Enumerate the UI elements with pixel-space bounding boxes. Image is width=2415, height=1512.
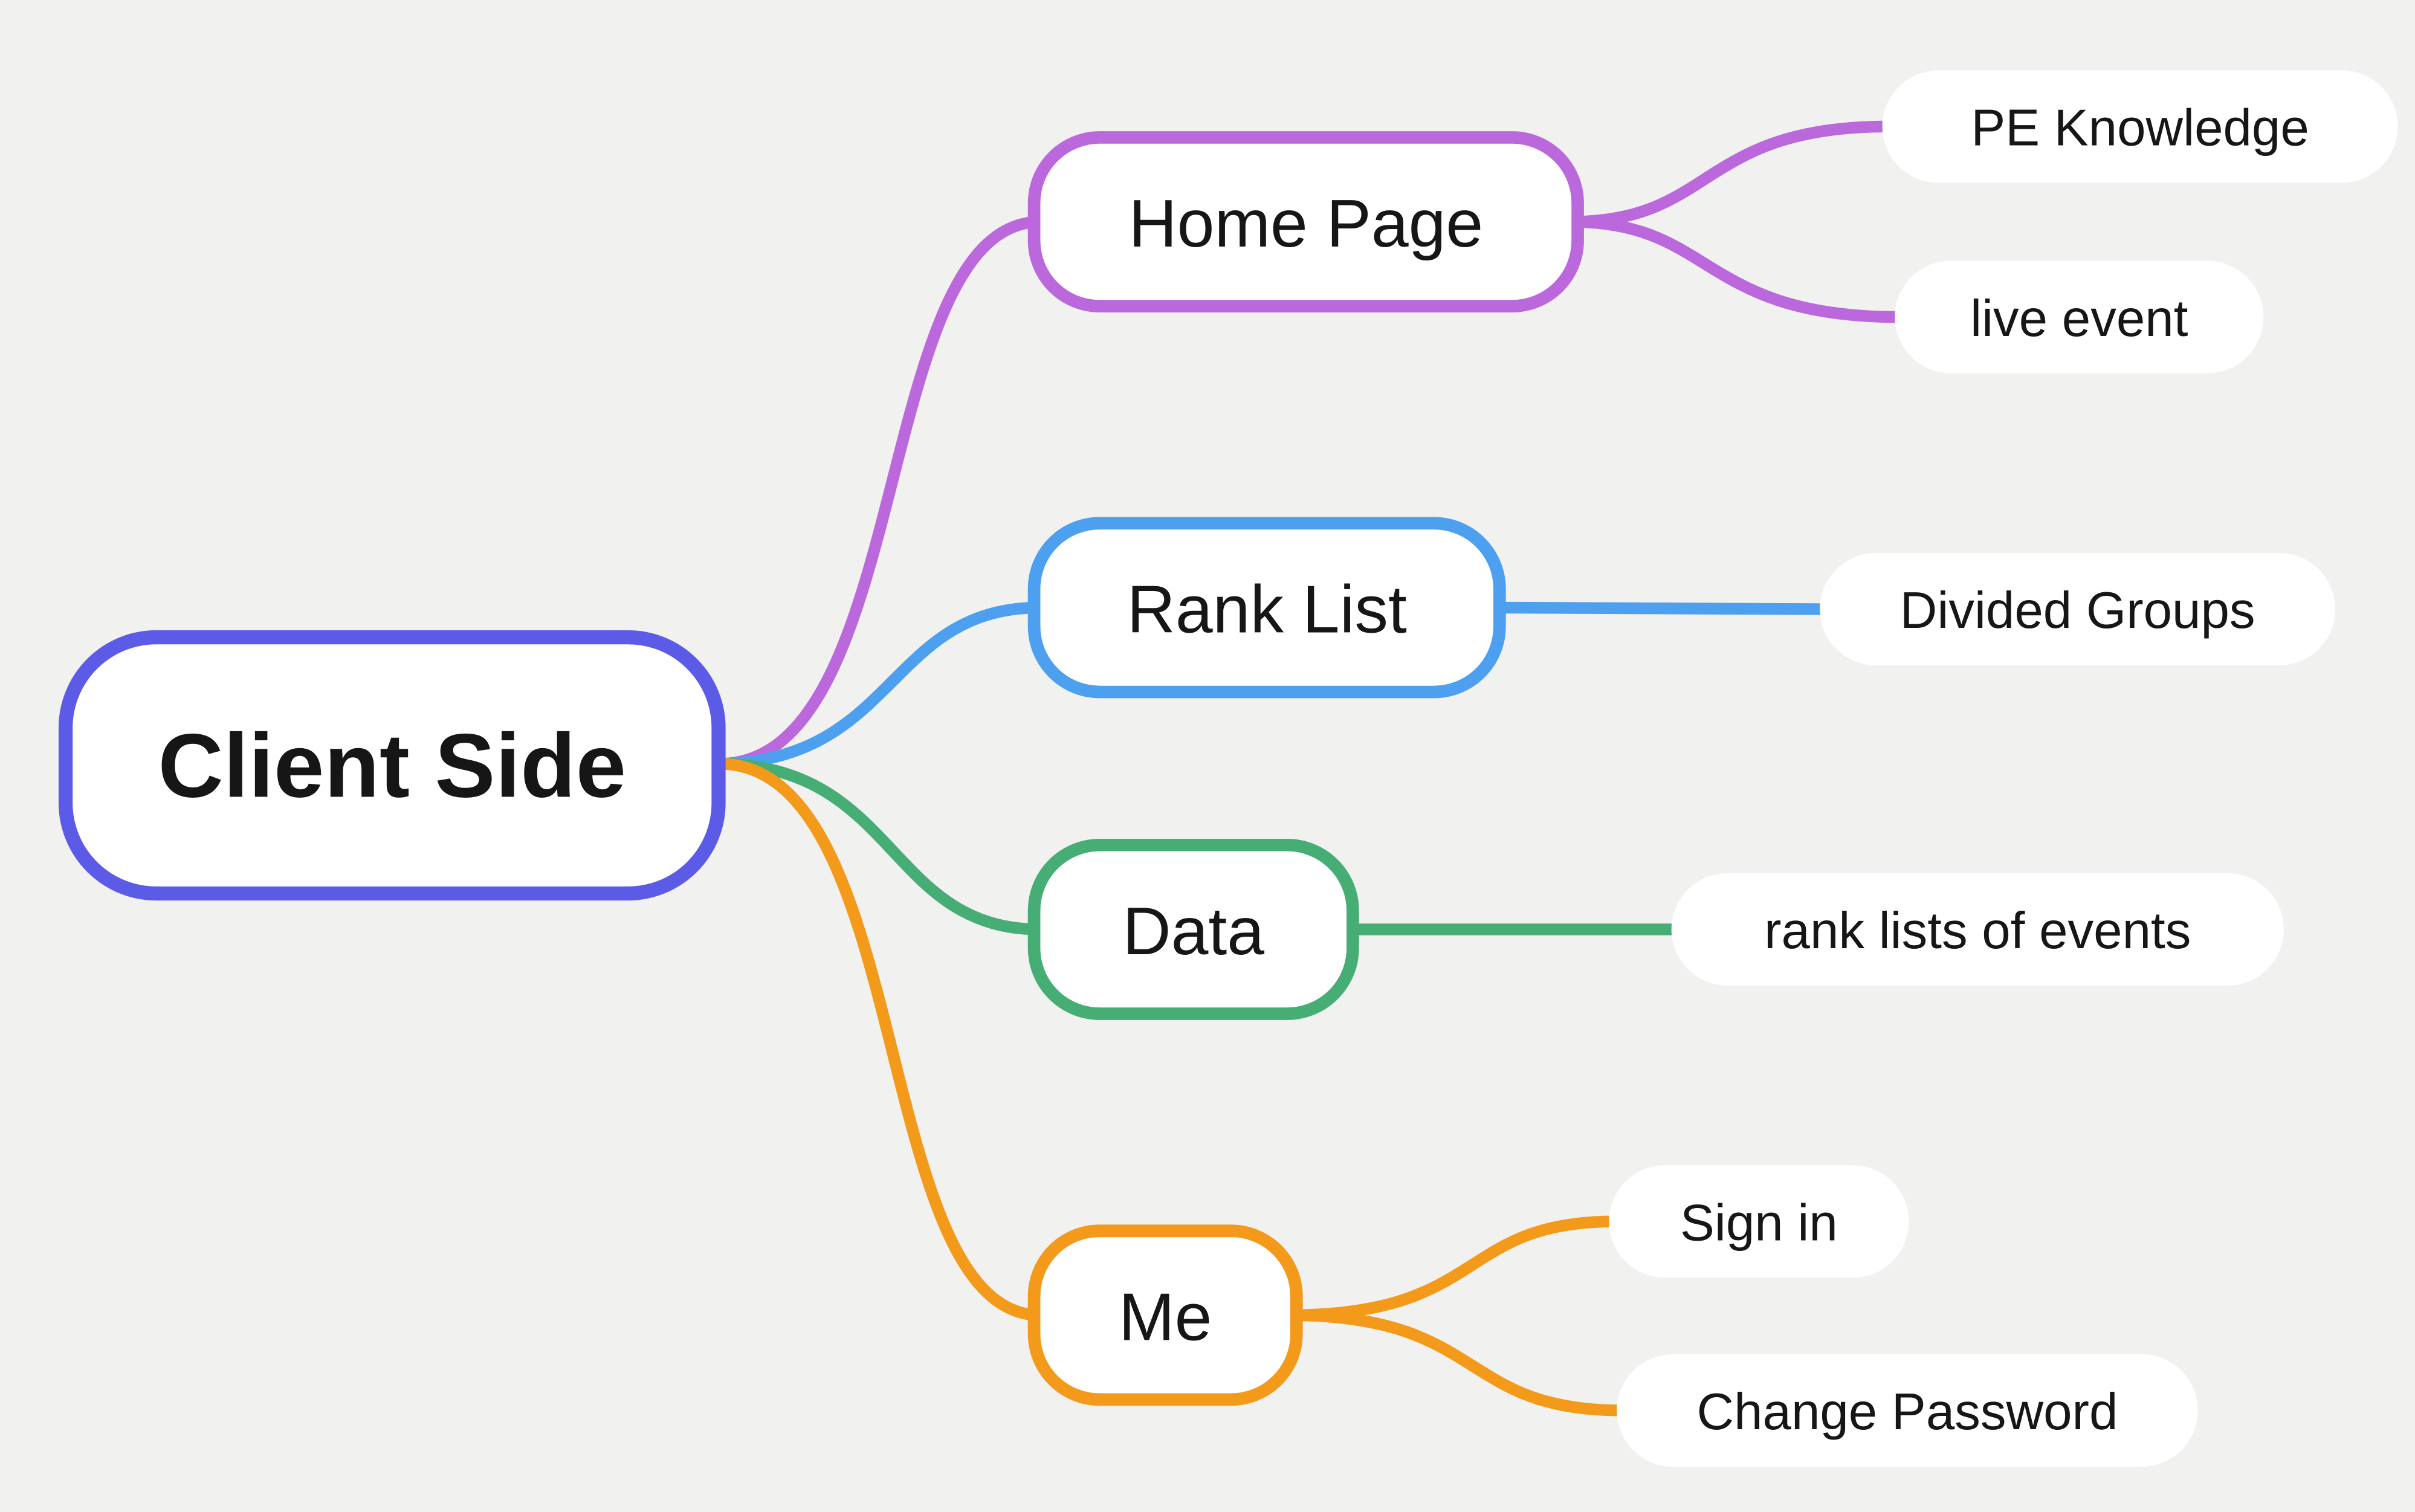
node-rank-list-shape[interactable] <box>1027 517 1506 699</box>
leaf-divided-groups-shape[interactable] <box>1820 552 2336 666</box>
leaf-change-password[interactable]: Change Password <box>1617 1354 2198 1467</box>
connector-rank-list-divided-groups <box>1490 601 1832 615</box>
root-connectors <box>716 216 1047 1322</box>
leaf-rank-lists-of-events-label: rank lists of events <box>1764 902 2191 960</box>
connector-home-page-live-event <box>1568 216 1907 323</box>
leaf-change-password-label: Change Password <box>1697 1383 2118 1441</box>
leaf-sign-in-label: Sign in <box>1680 1194 1838 1252</box>
node-me-shape[interactable] <box>1027 1224 1303 1406</box>
leaf-rank-lists-of-events-shape[interactable] <box>1671 873 2284 986</box>
root-node-shape[interactable] <box>58 630 726 901</box>
connector-me-change-password <box>1287 1309 1629 1417</box>
leaf-sign-in-shape[interactable] <box>1609 1165 1909 1278</box>
node-me[interactable]: Me <box>1027 1224 1303 1406</box>
leaf-live-event[interactable]: live event <box>1895 260 2264 373</box>
leaf-change-password-shape[interactable] <box>1617 1354 2198 1467</box>
connector-home-page-pe-knowledge <box>1568 120 1895 228</box>
leaf-divided-groups-label: Divided Groups <box>1900 582 2255 639</box>
node-rank-list[interactable]: Rank List <box>1027 517 1506 699</box>
leaf-live-event-label: live event <box>1970 290 2188 347</box>
leaf-pe-knowledge-label: PE Knowledge <box>1971 99 2309 157</box>
node-home-page-label: Home Page <box>1128 186 1483 261</box>
node-data[interactable]: Data <box>1027 838 1359 1020</box>
leaf-pe-knowledge-shape[interactable] <box>1882 70 2398 183</box>
leaf-pe-knowledge[interactable]: PE Knowledge <box>1882 70 2398 183</box>
leaf-rank-lists-of-events[interactable]: rank lists of events <box>1671 873 2284 986</box>
node-data-label: Data <box>1122 893 1264 969</box>
connector-root-home-page <box>716 216 1047 770</box>
leaf-sign-in[interactable]: Sign in <box>1609 1165 1909 1278</box>
node-home-page[interactable]: Home Page <box>1027 131 1584 312</box>
node-home-page-shape[interactable] <box>1027 131 1584 312</box>
node-data-shape[interactable] <box>1027 838 1359 1020</box>
root-node-label: Client Side <box>158 715 626 816</box>
connector-root-data <box>716 758 1047 935</box>
leaf-connectors <box>1287 120 1907 1417</box>
leaf-live-event-shape[interactable] <box>1895 260 2264 373</box>
node-me-label: Me <box>1119 1279 1212 1354</box>
connector-root-rank-list <box>716 601 1047 770</box>
node-rank-list-label: Rank List <box>1127 572 1407 647</box>
connector-me-sign-in <box>1287 1215 1621 1322</box>
root-node[interactable]: Client Side <box>58 630 726 901</box>
leaf-divided-groups[interactable]: Divided Groups <box>1820 552 2336 666</box>
connector-root-me <box>716 758 1047 1322</box>
